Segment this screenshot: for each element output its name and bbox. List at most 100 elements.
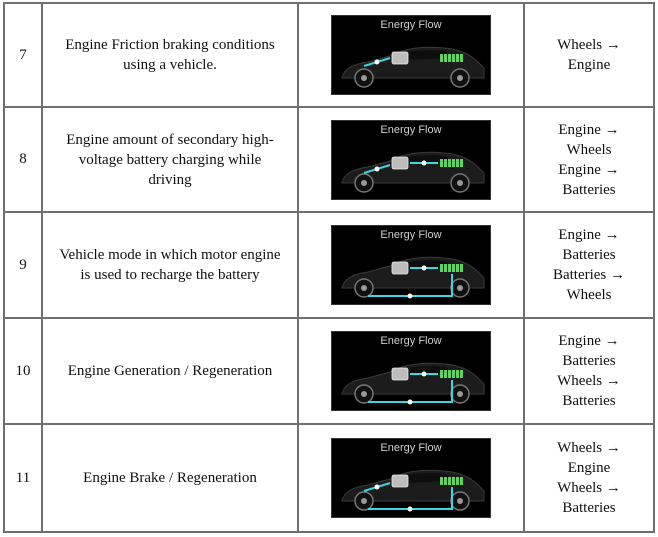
battery-icon bbox=[440, 54, 463, 62]
engine-icon bbox=[391, 474, 409, 488]
energy-flow-dot bbox=[374, 59, 380, 65]
energy-flow-image-cell: Energy Flow bbox=[300, 425, 522, 531]
car-window bbox=[394, 473, 452, 483]
flow-from: Engine → bbox=[558, 333, 620, 349]
grid-line bbox=[3, 211, 655, 213]
panel-title: Energy Flow bbox=[380, 335, 442, 347]
grid-line bbox=[653, 2, 655, 533]
row-description: Engine Friction braking conditions using… bbox=[44, 4, 296, 106]
flow-to: Engine bbox=[567, 460, 611, 476]
engine-icon bbox=[391, 156, 409, 169]
wheel-hub bbox=[361, 498, 367, 504]
energy-flow-panel: Energy Flow bbox=[331, 15, 491, 95]
wheel-hub bbox=[361, 179, 367, 186]
flow-from: Wheels → bbox=[557, 480, 621, 496]
flow-from: Batteries → bbox=[552, 267, 626, 283]
flow-from: Wheels → bbox=[557, 373, 621, 389]
flow-to: Batteries bbox=[562, 500, 616, 516]
wheel-hub bbox=[457, 75, 463, 81]
engine-icon bbox=[391, 51, 409, 65]
grid-line bbox=[3, 423, 655, 425]
energy-flow-dot bbox=[407, 399, 413, 405]
energy-flow-direction: Wheels → Engine bbox=[526, 4, 652, 106]
description-line: Engine Generation / Regeneration bbox=[67, 363, 273, 379]
car-diagram-icon bbox=[341, 469, 485, 512]
battery-icon bbox=[440, 370, 463, 378]
battery-icon bbox=[440, 477, 463, 485]
panel-title: Energy Flow bbox=[380, 123, 442, 136]
energy-flow-direction: Engine → Wheels Engine → Batteries bbox=[526, 108, 652, 211]
energy-flow-direction: Wheels → Engine Wheels → Batteries bbox=[526, 425, 652, 531]
row-number: 10 bbox=[15, 362, 31, 379]
row-number: 7 bbox=[19, 46, 27, 63]
row-number: 9 bbox=[19, 256, 27, 273]
energy-flow-direction: Engine → Batteries Batteries → Wheels bbox=[526, 213, 652, 317]
energy-flow-image-cell: Energy Flow bbox=[300, 319, 522, 423]
energy-flow-image-cell: Energy Flow bbox=[300, 213, 522, 317]
table-row: 9 Vehicle mode in which motor engine is … bbox=[0, 213, 658, 317]
grid-line bbox=[3, 2, 655, 4]
engine-icon bbox=[391, 367, 409, 381]
car-diagram-icon bbox=[341, 151, 485, 193]
energy-flow-panel: Energy Flow bbox=[331, 119, 491, 200]
description-line: voltage battery charging while bbox=[78, 151, 262, 168]
energy-flow-dot bbox=[407, 506, 413, 512]
energy-flow-dot bbox=[374, 484, 380, 490]
energy-flow-line bbox=[368, 487, 453, 510]
energy-flow-line bbox=[368, 274, 453, 297]
grid-line bbox=[3, 106, 655, 108]
row-description: Engine Generation / Regeneration bbox=[44, 319, 296, 423]
grid-line bbox=[523, 2, 525, 533]
panel-title: Energy Flow bbox=[380, 19, 442, 31]
flow-to: Batteries bbox=[562, 353, 616, 369]
energy-flow-dot bbox=[421, 160, 427, 165]
row-description: Vehicle mode in which motor engine is us… bbox=[44, 213, 296, 317]
flow-to: Wheels bbox=[566, 141, 612, 158]
panel-title: Energy Flow bbox=[380, 229, 442, 241]
energy-flow-direction: Engine → Batteries Wheels → Batteries bbox=[526, 319, 652, 423]
wheel-hub bbox=[457, 179, 463, 186]
energy-flow-dot bbox=[407, 293, 413, 299]
battery-icon bbox=[440, 264, 463, 272]
grid-line bbox=[41, 2, 43, 533]
flow-to: Engine bbox=[567, 57, 611, 73]
energy-flow-image-cell: Energy Flow bbox=[300, 4, 522, 106]
energy-flow-dot bbox=[421, 265, 427, 271]
energy-flow-dot bbox=[421, 371, 427, 377]
panel-title: Energy Flow bbox=[380, 442, 442, 454]
table-row: 7 Engine Friction braking conditions usi… bbox=[0, 4, 658, 106]
wheel-hub bbox=[457, 391, 463, 397]
energy-flow-panel: Energy Flow bbox=[331, 438, 491, 518]
car-diagram-icon bbox=[341, 362, 485, 405]
description-line: driving bbox=[148, 171, 192, 188]
flow-to: Batteries bbox=[562, 393, 616, 409]
flow-from: Engine → bbox=[558, 161, 620, 178]
flow-to: Wheels bbox=[566, 287, 612, 303]
wheel-hub bbox=[457, 285, 463, 291]
energy-flow-image-cell: Energy Flow bbox=[300, 108, 522, 211]
description-line: is used to recharge the battery bbox=[80, 267, 260, 283]
car-window bbox=[394, 50, 452, 60]
wheel-hub bbox=[457, 498, 463, 504]
flow-from: Engine → bbox=[558, 227, 620, 243]
wheel-hub bbox=[361, 285, 367, 291]
energy-flow-panel: Energy Flow bbox=[331, 225, 491, 305]
row-description: Engine Brake / Regeneration bbox=[44, 425, 296, 531]
row-description: Engine amount of secondary high- voltage… bbox=[44, 108, 296, 211]
table-row: 10 Engine Generation / Regeneration Ener… bbox=[0, 319, 658, 423]
row-number: 11 bbox=[15, 469, 31, 486]
description-line: Vehicle mode in which motor engine bbox=[59, 247, 281, 263]
energy-flow-dot bbox=[374, 166, 380, 171]
description-line: using a vehicle. bbox=[123, 57, 217, 73]
wheel-hub bbox=[361, 391, 367, 397]
description-line: Engine Friction braking conditions bbox=[65, 37, 275, 53]
table-row: 11 Engine Brake / Regeneration Energy Fl… bbox=[0, 425, 658, 531]
grid-line bbox=[3, 531, 655, 533]
energy-flow-line bbox=[368, 380, 453, 403]
flow-from: Engine → bbox=[558, 121, 620, 138]
grid-line bbox=[3, 317, 655, 319]
grid-line bbox=[297, 2, 299, 533]
car-diagram-icon bbox=[341, 256, 485, 299]
battery-icon bbox=[440, 158, 463, 167]
